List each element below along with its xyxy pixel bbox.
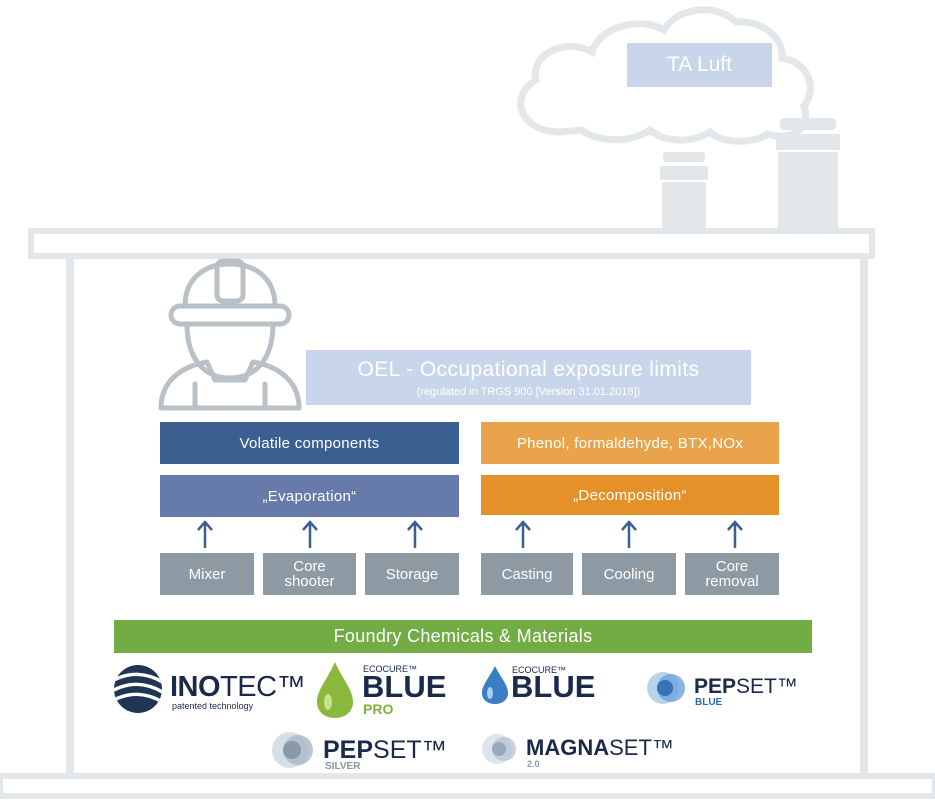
magnaset-logo: MAGNASET™ (526, 735, 674, 760)
arrow-up-icon (197, 520, 213, 548)
ecocure-blue-logo: BLUE (511, 669, 596, 704)
pepset-blue-sub: BLUE (695, 697, 723, 708)
source-core-removal-box: Core removal (685, 553, 779, 595)
pepset-blue-logo: PEPSET™ (694, 675, 798, 698)
evaporation-box: „Evaporation“ (160, 475, 459, 517)
building-wall-left (66, 257, 74, 777)
ecocure-pro-sub: PRO (363, 701, 394, 717)
chimney-right (776, 118, 840, 232)
source-core-shooter-box: Core shooter (263, 553, 356, 595)
worker-icon (158, 258, 302, 411)
ecocure-blue-super: ECOCURE™ (512, 665, 567, 675)
phenol-formaldehyde-box: Phenol, formaldehyde, BTX,NOx (481, 422, 779, 464)
source-casting-box: Casting (481, 553, 573, 595)
decomposition-box: „Decomposition“ (481, 475, 779, 515)
source-storage-box: Storage (365, 553, 459, 595)
pepset-blue-circles-icon (647, 672, 685, 704)
inotec-logo: INOTEC™ (170, 671, 306, 703)
magnaset-sub: 2.0 (527, 759, 540, 769)
green-drop-icon (317, 662, 353, 718)
source-cooling-box: Cooling (582, 553, 676, 595)
building-floor (0, 773, 935, 799)
ta-luft-label: TA Luft (627, 43, 772, 87)
blue-drop-icon (482, 666, 508, 704)
oel-box: OEL - Occupational exposure limits (regu… (306, 350, 751, 405)
pepset-silver-logo: PEPSET™ (323, 736, 447, 764)
foundry-chemicals-bar: Foundry Chemicals & Materials (114, 620, 812, 653)
magnaset-circles-icon (482, 734, 516, 764)
ecocure-pro-super: ECOCURE™ (363, 664, 418, 674)
oel-subtitle: (regulated in TRGS 900 [Version 31.01.20… (416, 385, 641, 398)
arrow-up-icon (621, 520, 637, 548)
inotec-sphere-icon (114, 665, 162, 713)
pepset-silver-circles-icon (272, 732, 313, 768)
arrow-up-icon (515, 520, 531, 548)
inotec-tagline: patented technology (172, 701, 254, 711)
chimney-left (660, 152, 708, 232)
volatile-components-box: Volatile components (160, 422, 459, 464)
arrow-up-icon (302, 520, 318, 548)
ecocure-blue-pro-logo: BLUE (362, 669, 447, 704)
arrow-up-icon (727, 520, 743, 548)
pepset-silver-sub: SILVER (325, 761, 361, 772)
arrow-up-icon (407, 520, 423, 548)
building-wall-right (860, 257, 868, 777)
source-mixer-box: Mixer (160, 553, 254, 595)
building-roof (28, 228, 875, 259)
oel-title: OEL - Occupational exposure limits (357, 357, 700, 381)
